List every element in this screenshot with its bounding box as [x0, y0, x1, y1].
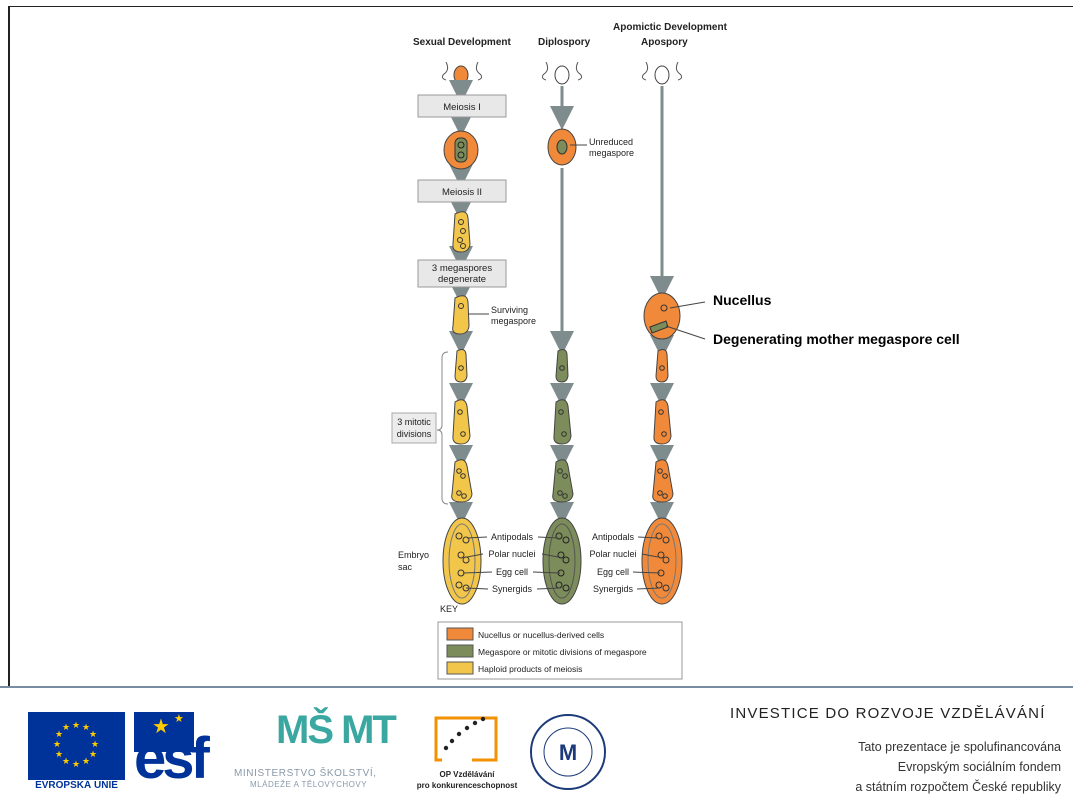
- svg-text:★: ★: [62, 722, 70, 732]
- op-vzdelavani-logo: OP Vzdělávání pro konkurenceschopnost: [412, 708, 522, 798]
- msmt-logo: MŠ MT MINISTERSTVO ŠKOLSTVÍ, MLÁDEŽE A T…: [234, 708, 397, 789]
- svg-text:Polar nuclei: Polar nuclei: [589, 549, 636, 559]
- embryo-sac-diplospory: [542, 517, 582, 605]
- mitotic-cells-diplospory: [552, 349, 574, 503]
- svg-text:★: ★: [55, 729, 63, 739]
- key-swatch-yellow: [446, 661, 474, 675]
- svg-text:Antipodals: Antipodals: [592, 532, 635, 542]
- header-apospory: Apospory: [641, 37, 688, 48]
- meiosis-cell: [443, 130, 479, 170]
- mitotic-cells-sexual: [451, 349, 473, 503]
- svg-text:★: ★: [82, 722, 90, 732]
- svg-text:★: ★: [91, 739, 99, 749]
- svg-text:★: ★: [53, 739, 61, 749]
- nucellus-callout: Nucellus: [713, 292, 772, 308]
- cofinance-line-3: a státním rozpočtem České republiky: [855, 780, 1061, 794]
- cofinance-line-2: Evropským sociálním fondem: [897, 760, 1061, 774]
- cofinance-line-1: Tato prezentace je spolufinancována: [858, 740, 1061, 754]
- mitotic-bracket: [436, 351, 449, 505]
- apospory-nucellus-cell: [643, 292, 681, 340]
- eu-label: EVROPSKÁ UNIE: [35, 780, 118, 791]
- ovule-top-diplospory: [541, 61, 583, 85]
- invest-title: INVESTICE DO ROZVOJE VZDĚLÁVÁNÍ: [730, 705, 1046, 722]
- unreduced-label-1: Unreduced: [589, 137, 633, 147]
- embryo-label-2: sac: [398, 562, 413, 572]
- unreduced-label-2: megaspore: [589, 148, 634, 158]
- svg-text:M: M: [559, 740, 577, 765]
- key-label-yellow: Haploid products of meiosis: [478, 664, 582, 674]
- degenerate-box: 3 megaspores degenerate: [417, 259, 507, 288]
- key-swatch-green: [446, 644, 474, 658]
- surviving-label-1: Surviving: [491, 305, 528, 315]
- svg-text:divisions: divisions: [397, 429, 432, 439]
- tetrad-cell: [452, 211, 471, 253]
- embryo-sac-apospory: [641, 517, 683, 605]
- mitotic-cells-apospory: [652, 349, 674, 503]
- svg-text:Meiosis II: Meiosis II: [442, 187, 482, 198]
- svg-text:★: ★: [55, 749, 63, 759]
- key-swatch-orange: [446, 627, 474, 641]
- ovule-top-apospory: [641, 61, 683, 85]
- svg-text:★: ★: [72, 759, 80, 769]
- parts-labels-left: Antipodals Polar nuclei Egg cell Synergi…: [488, 532, 535, 594]
- muni-seal-logo: M: [528, 712, 608, 792]
- svg-text:3 megaspores: 3 megaspores: [432, 263, 492, 274]
- meiosis1-box: Meiosis I: [417, 94, 507, 118]
- footer-divider: [0, 686, 1073, 688]
- svg-text:3 mitotic: 3 mitotic: [397, 417, 431, 427]
- key-label-green: Megaspore or mitotic divisions of megasp…: [478, 647, 647, 657]
- unreduced-megaspore-cell: [547, 128, 577, 166]
- header-apomictic: Apomictic Development: [613, 22, 728, 33]
- key-title: KEY: [440, 604, 458, 614]
- degenerating-callout: Degenerating mother megaspore cell: [713, 331, 960, 347]
- embryo-label-1: Embryo: [398, 550, 429, 560]
- key-label-orange: Nucellus or nucellus-derived cells: [478, 630, 604, 640]
- mitotic-box: 3 mitotic divisions: [391, 412, 437, 444]
- key-box: Nucellus or nucellus-derived cells Megas…: [437, 621, 683, 680]
- svg-text:Antipodals: Antipodals: [491, 532, 534, 542]
- svg-text:★: ★: [89, 749, 97, 759]
- parts-labels-right: Antipodals Polar nuclei Egg cell Synergi…: [589, 532, 636, 594]
- svg-text:★: ★: [62, 756, 70, 766]
- meiosis2-box: Meiosis II: [417, 179, 507, 203]
- embryo-sac-sexual: [442, 517, 482, 605]
- header-diplospory: Diplospory: [538, 37, 591, 48]
- svg-text:★: ★: [82, 756, 90, 766]
- esf-logo: ★ ★ esf: [134, 712, 210, 791]
- svg-text:Egg cell: Egg cell: [597, 567, 629, 577]
- parts-leader-lines-right: [632, 536, 661, 590]
- svg-text:Egg cell: Egg cell: [496, 567, 528, 577]
- ovule-top-sexual: [441, 61, 483, 85]
- svg-text:Polar nuclei: Polar nuclei: [488, 549, 535, 559]
- svg-text:Synergids: Synergids: [593, 584, 634, 594]
- svg-text:Meiosis I: Meiosis I: [443, 102, 480, 113]
- header-sexual: Sexual Development: [413, 37, 511, 48]
- apomixis-diagram: Apomictic Development Sexual Development…: [391, 22, 728, 680]
- svg-text:★: ★: [72, 720, 80, 730]
- surviving-megaspore-cell: [452, 295, 470, 335]
- surviving-label-2: megaspore: [491, 316, 536, 326]
- svg-text:★: ★: [89, 729, 97, 739]
- parts-leader-lines-left: [462, 536, 561, 590]
- esf-star-icon: ★: [152, 716, 170, 738]
- svg-text:degenerate: degenerate: [438, 274, 486, 285]
- svg-text:Synergids: Synergids: [492, 584, 533, 594]
- eu-flag-logo: ★★★ ★★★ ★★★ ★★★: [28, 712, 125, 780]
